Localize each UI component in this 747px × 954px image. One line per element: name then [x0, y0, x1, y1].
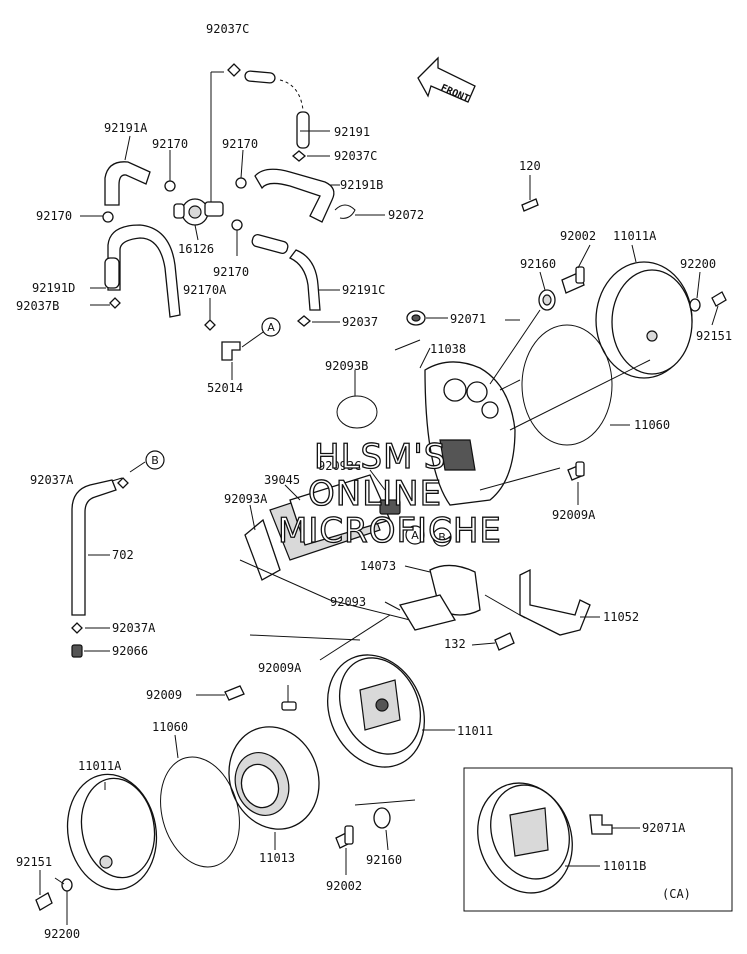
lower-fasteners — [335, 799, 416, 875]
watermark: HLSM'S ONLINE MICROFICHE — [277, 436, 502, 551]
label-92009a-right: 92009A — [552, 508, 596, 522]
label-39045: 39045 — [264, 473, 300, 487]
top-leaders — [80, 130, 340, 380]
label-11052: 11052 — [603, 610, 639, 624]
air-box-housing — [196, 614, 455, 768]
label-16126: 16126 — [178, 242, 214, 256]
label-92170-c: 92170 — [213, 265, 249, 279]
label-92002-right: 92002 — [560, 229, 596, 243]
label-92037: 92037 — [342, 315, 378, 329]
label-92066: 92066 — [112, 644, 148, 658]
label-92037c-right: 92037C — [334, 149, 377, 163]
callout-a-top-text: A — [267, 321, 275, 334]
label-52014: 52014 — [207, 381, 243, 395]
label-92151-left: 92151 — [16, 855, 52, 869]
label-92093: 92093 — [330, 595, 366, 609]
label-132: 132 — [444, 637, 466, 651]
label-92191: 92191 — [334, 125, 370, 139]
callout-b-left: B — [145, 450, 165, 470]
label-92200-left: 92200 — [44, 927, 80, 941]
callout-a-top: A — [261, 317, 281, 337]
watermark-line-1: HLSM'S — [314, 437, 446, 477]
label-92170-left: 92170 — [36, 209, 72, 223]
label-92160-left: 92160 — [366, 853, 402, 867]
air-filter-element — [160, 726, 320, 868]
label-92191a: 92191A — [104, 121, 148, 135]
label-11011a-left: 11011A — [78, 759, 122, 773]
inlet-housing — [239, 469, 411, 621]
label-92009a-mid: 92009A — [258, 661, 302, 675]
watermark-line-2: ONLINE — [308, 474, 442, 514]
part-labels: 92037C 92191 92037C 92191A 92170 92170 9… — [16, 22, 732, 941]
label-11011b: 11011B — [603, 859, 646, 873]
label-92037a: 92037A — [30, 473, 74, 487]
label-92151-right: 92151 — [696, 329, 732, 343]
right-upper-assembly — [336, 175, 727, 506]
label-120: 120 — [519, 159, 541, 173]
callout-a-mid-text: A — [411, 529, 419, 542]
label-92170-a: 92170 — [152, 137, 188, 151]
label-92093a: 92093A — [224, 492, 268, 506]
label-11011: 11011 — [457, 724, 493, 738]
label-92093b: 92093B — [325, 359, 368, 373]
label-92170a: 92170A — [183, 283, 227, 297]
duct-and-bracket — [384, 564, 600, 651]
right-upper-leaders — [354, 244, 719, 505]
label-92037b: 92037B — [16, 299, 59, 313]
label-92037a-bottom: 92037A — [112, 621, 156, 635]
label-92200-right: 92200 — [680, 257, 716, 271]
label-ca: (CA) — [662, 887, 691, 901]
callout-a-mid: A — [405, 525, 425, 545]
label-11011a-right: 11011A — [613, 229, 657, 243]
label-92037c-top: 92037C — [206, 22, 249, 36]
label-92009: 92009 — [146, 688, 182, 702]
label-92072: 92072 — [388, 208, 424, 222]
label-92170-b: 92170 — [222, 137, 258, 151]
label-92160-right: 92160 — [520, 257, 556, 271]
label-11038: 11038 — [430, 342, 466, 356]
front-arrow: FRONT — [417, 56, 476, 105]
top-hose-assembly — [102, 63, 385, 361]
callout-b-mid-text: B — [438, 531, 446, 544]
callout-b-mid: B — [432, 527, 452, 547]
watermark-line-3: MICROFICHE — [278, 511, 502, 551]
label-92002-left: 92002 — [326, 879, 362, 893]
label-92191c: 92191C — [342, 283, 385, 297]
label-92093c: 92093C — [318, 459, 361, 473]
label-11060-right: 11060 — [634, 418, 670, 432]
label-92191b: 92191B — [340, 178, 383, 192]
label-14073: 14073 — [360, 559, 396, 573]
label-11013: 11013 — [259, 851, 295, 865]
lower-cover — [35, 773, 158, 925]
drain-hose-702 — [71, 461, 146, 658]
label-92071: 92071 — [450, 312, 486, 326]
ca-inset — [463, 767, 733, 912]
label-702: 702 — [112, 548, 134, 562]
label-11060-left: 11060 — [152, 720, 188, 734]
callout-b-left-text: B — [151, 454, 159, 467]
label-92071a: 92071A — [642, 821, 686, 835]
label-92191d: 92191D — [32, 281, 75, 295]
